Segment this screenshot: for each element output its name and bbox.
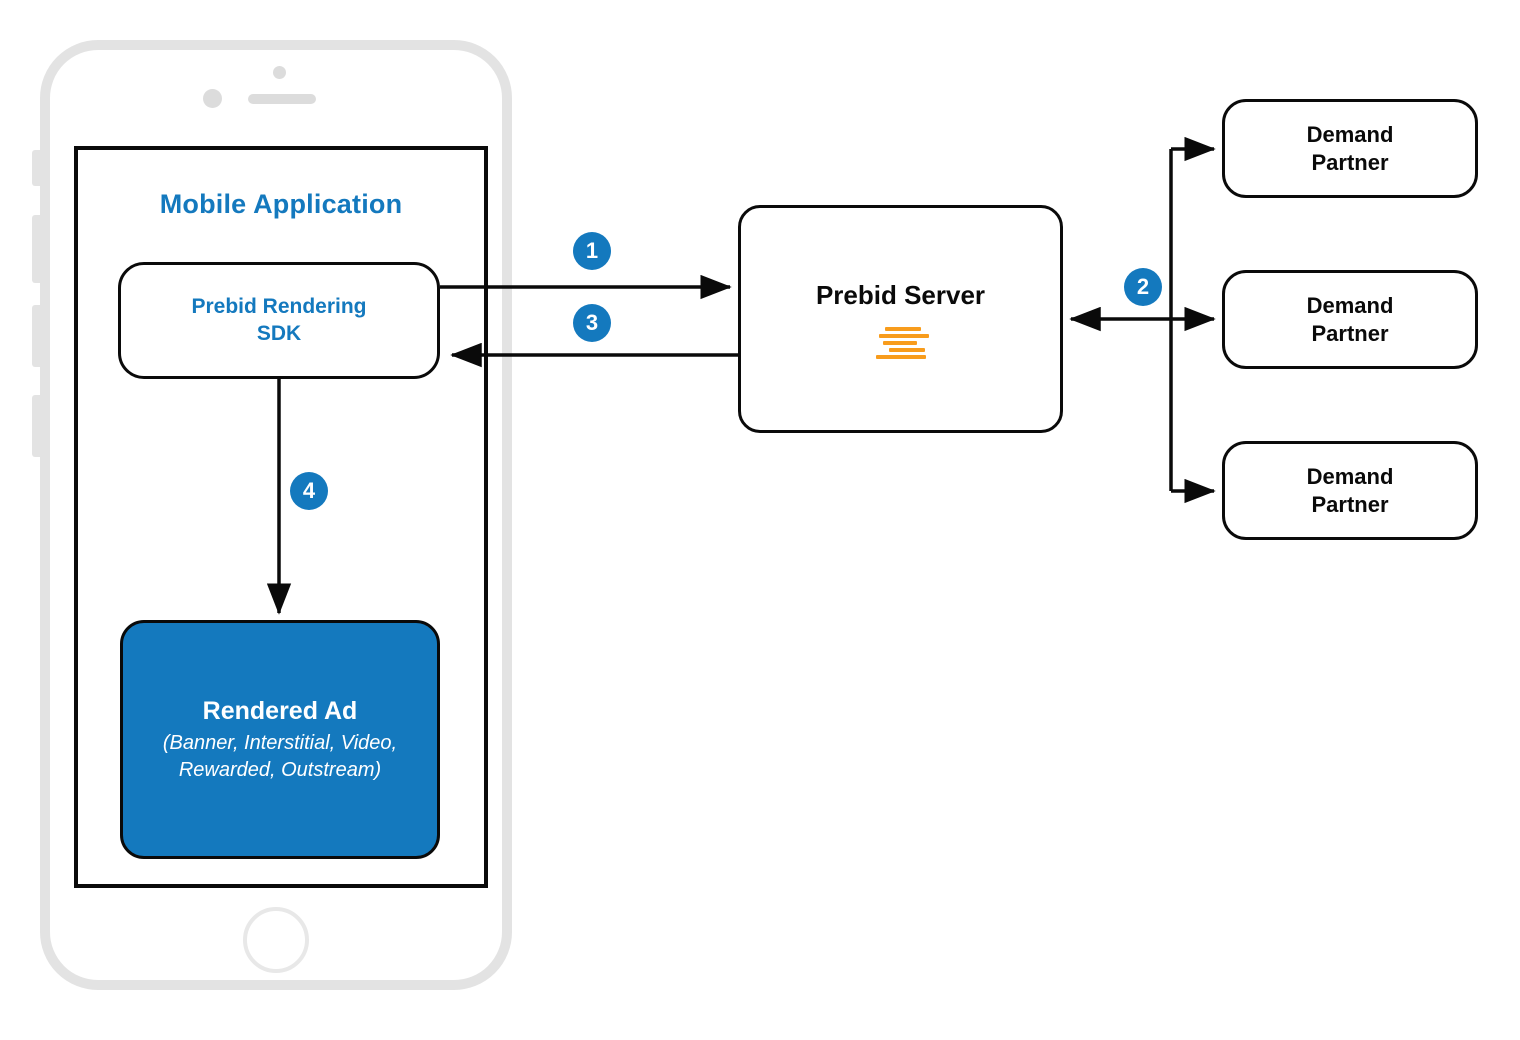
rendered-ad-node[interactable]: Rendered Ad (Banner, Interstitial, Video… xyxy=(120,620,440,859)
sdk-label-line1: Prebid Rendering xyxy=(191,294,367,318)
phone-side-button-extra xyxy=(32,395,41,457)
demand-partner-2-line1: Demand xyxy=(1306,292,1394,318)
step-badge-1: 1 xyxy=(573,232,611,270)
phone-side-button-volume-up xyxy=(32,215,41,283)
phone-home-button[interactable] xyxy=(243,907,309,973)
prebid-bars-icon xyxy=(873,326,929,359)
demand-partner-1-line1: Demand xyxy=(1306,121,1394,147)
phone-speaker-icon xyxy=(248,94,316,104)
demand-partner-3-line2: Partner xyxy=(1311,491,1389,517)
phone-sensor-icon xyxy=(203,89,222,108)
mobile-application-title: Mobile Application xyxy=(159,189,403,219)
phone-side-button-silent xyxy=(32,150,41,186)
step-badge-3: 3 xyxy=(573,304,611,342)
prebid-rendering-sdk-node[interactable]: Prebid Rendering SDK xyxy=(118,262,440,379)
phone-side-button-volume-down xyxy=(32,305,41,367)
sdk-label-line2: SDK xyxy=(256,321,302,345)
demand-partner-1-line2: Partner xyxy=(1311,149,1389,175)
demand-partner-node-2[interactable]: Demand Partner xyxy=(1222,270,1478,369)
prebid-server-label: Prebid Server xyxy=(815,279,986,310)
demand-partner-node-1[interactable]: Demand Partner xyxy=(1222,99,1478,198)
step-badge-4: 4 xyxy=(290,472,328,510)
rendered-ad-title: Rendered Ad xyxy=(202,697,358,726)
demand-partner-2-line2: Partner xyxy=(1311,320,1389,346)
demand-partner-3-line1: Demand xyxy=(1306,463,1394,489)
rendered-ad-subtitle-line1: (Banner, Interstitial, Video, xyxy=(162,732,398,755)
rendered-ad-subtitle-line2: Rewarded, Outstream) xyxy=(178,758,382,781)
step-badge-2: 2 xyxy=(1124,268,1162,306)
demand-partner-node-3[interactable]: Demand Partner xyxy=(1222,441,1478,540)
prebid-server-node[interactable]: Prebid Server xyxy=(738,205,1063,433)
phone-camera-icon xyxy=(273,66,286,79)
